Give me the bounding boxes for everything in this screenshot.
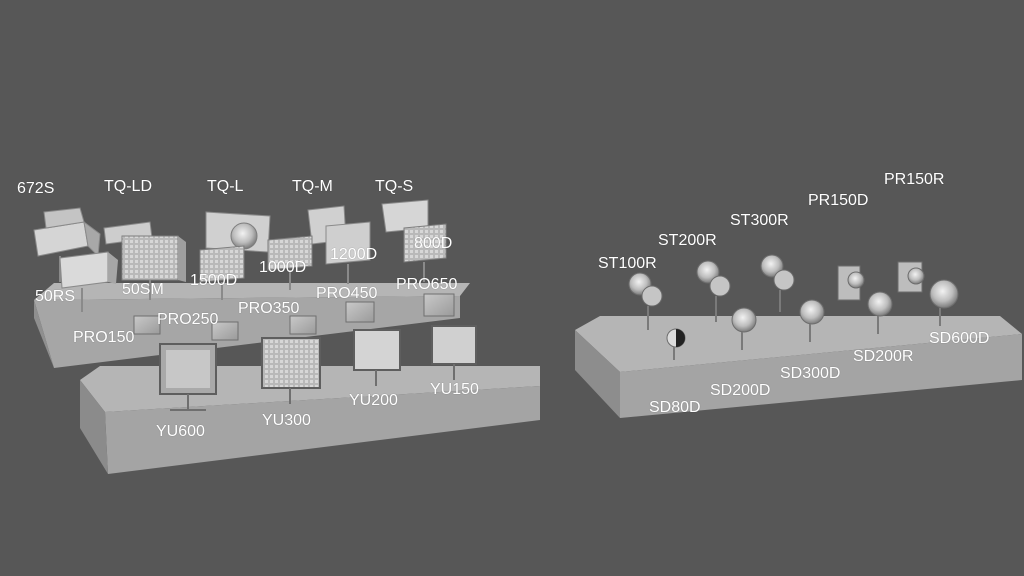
light-sd200d <box>731 307 757 350</box>
light-pro450 <box>345 301 375 323</box>
label-pro450: PRO450 <box>316 285 378 302</box>
label-sd200d: SD200D <box>710 382 771 399</box>
left-back-platform <box>34 283 470 368</box>
label-800d: 800D <box>414 235 453 252</box>
light-yu300 <box>261 337 321 404</box>
label-yu200: YU200 <box>349 392 398 409</box>
light-pro150 <box>133 315 161 335</box>
light-tq-l <box>205 211 271 253</box>
label-1000d: 1000D <box>259 259 307 276</box>
light-st100r <box>628 272 663 330</box>
label-pr150r: PR150R <box>884 171 945 188</box>
light-1000d <box>267 235 313 290</box>
label-pro150: PRO150 <box>73 329 135 346</box>
label-st200r: ST200R <box>658 232 717 249</box>
label-yu600: YU600 <box>156 423 205 440</box>
light-800d <box>403 223 447 282</box>
label-pr150d: PR150D <box>808 192 869 209</box>
label-tq-ld: TQ-LD <box>104 178 152 195</box>
label-50rs: 50RS <box>35 288 76 305</box>
light-pro250 <box>211 321 239 341</box>
label-50sm: 50SM <box>122 281 164 298</box>
light-672s <box>33 207 101 282</box>
right-platform <box>575 316 1022 418</box>
light-sd80d <box>666 328 686 360</box>
light-st300r <box>760 254 795 312</box>
label-tq-s: TQ-S <box>375 178 414 195</box>
label-sd200r: SD200R <box>853 348 914 365</box>
light-st200r <box>696 260 731 322</box>
light-1200d <box>325 221 371 284</box>
light-50rs <box>59 251 118 312</box>
label-1500d: 1500D <box>190 272 238 289</box>
light-sd200r <box>867 291 893 334</box>
light-yu200 <box>353 329 401 386</box>
light-yu150 <box>431 325 477 380</box>
light-pro350 <box>289 315 317 335</box>
label-st300r: ST300R <box>730 212 789 229</box>
label-st100r: ST100R <box>598 255 657 272</box>
label-sd300d: SD300D <box>780 365 841 382</box>
light-tq-ld <box>103 221 186 300</box>
light-1500d <box>199 245 245 300</box>
label-yu300: YU300 <box>262 412 311 429</box>
label-pro250: PRO250 <box>157 311 219 328</box>
light-pr150r <box>897 261 925 293</box>
label-pro350: PRO350 <box>238 300 300 317</box>
label-tq-l: TQ-L <box>207 178 244 195</box>
label-1200d: 1200D <box>330 246 378 263</box>
label-sd600d: SD600D <box>929 330 990 347</box>
light-yu600 <box>159 343 217 411</box>
label-pro650: PRO650 <box>396 276 458 293</box>
label-tq-m: TQ-M <box>292 178 333 195</box>
light-pr150d <box>837 265 865 301</box>
light-sd600d <box>929 279 959 326</box>
label-sd80d: SD80D <box>649 399 701 416</box>
light-sd300d <box>799 299 825 342</box>
label-yu150: YU150 <box>430 381 479 398</box>
light-pro650 <box>423 293 455 317</box>
label-672s: 672S <box>17 180 55 197</box>
